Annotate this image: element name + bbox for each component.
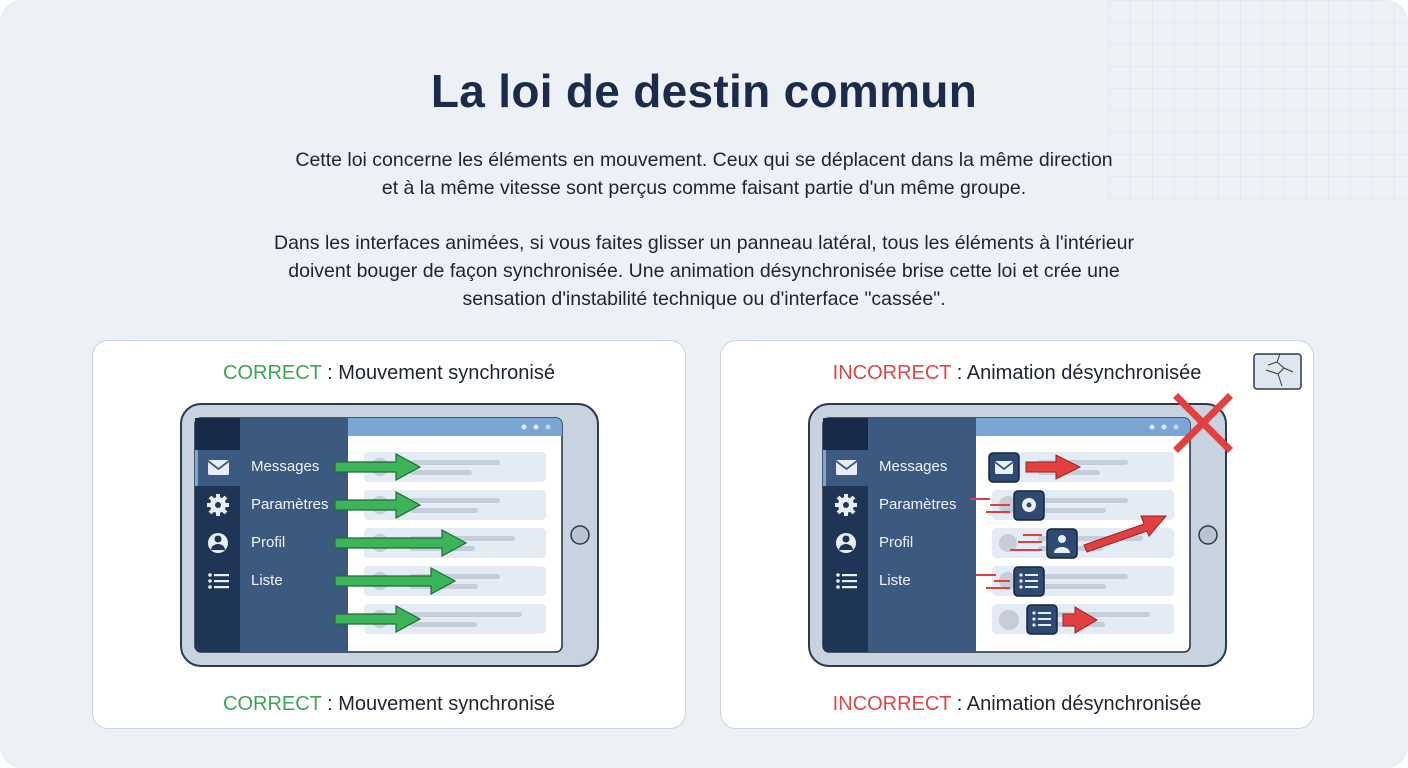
incorrect-label: Animation désynchronisée [966, 693, 1202, 715]
correct-label: Mouvement synchronisé [338, 362, 555, 384]
incorrect-caption-bottom: INCORRECT : Animation désynchronisée [721, 693, 1313, 716]
menu-item-parametres[interactable]: Paramètres [879, 496, 957, 513]
separator: : [951, 693, 967, 715]
arrow-icon [334, 528, 468, 558]
arrow-icon [334, 604, 422, 634]
cracked-screen-icon [1253, 353, 1302, 390]
detail-line-3: sensation d'instabilité technique ou d'i… [462, 288, 946, 310]
detail-line-1: Dans les interfaces animées, si vous fai… [274, 232, 1134, 254]
arrow-icon [1025, 454, 1082, 480]
correct-label: Mouvement synchronisé [338, 693, 555, 715]
sync-arrows [334, 452, 468, 634]
menu-item-parametres[interactable]: Paramètres [251, 496, 329, 513]
grid-decoration [1108, 0, 1408, 200]
arrow-icon [1083, 515, 1168, 553]
menu-item-messages[interactable]: Messages [879, 458, 948, 475]
arrow-icon [334, 452, 422, 482]
incorrect-tag: INCORRECT [832, 362, 952, 384]
desync-arrows [1025, 454, 1168, 634]
correct-tablet [179, 402, 600, 668]
error-x-icon [1173, 393, 1233, 453]
menu-item-liste[interactable]: Liste [251, 572, 283, 589]
detail-line-2: doivent bouger de façon synchronisée. Un… [288, 260, 1120, 282]
arrow-icon [334, 566, 457, 596]
page-title: La loi de destin commun [430, 65, 978, 117]
intro-line-1: Cette loi concerne les éléments en mouve… [295, 149, 1113, 171]
incorrect-menu: Messages Paramètres Profil Liste [879, 458, 957, 610]
correct-menu: Messages Paramètres Profil Liste [251, 458, 329, 610]
motion-lines [970, 498, 1042, 589]
separator: : [321, 693, 339, 715]
incorrect-tag: INCORRECT [832, 693, 952, 715]
arrow-icon [1062, 606, 1098, 634]
correct-tag: CORRECT [223, 693, 322, 715]
menu-item-profil[interactable]: Profil [251, 534, 286, 551]
incorrect-caption-top: INCORRECT : Animation désynchronisée [721, 362, 1313, 385]
correct-tag: CORRECT [223, 362, 322, 384]
arrow-icon [334, 490, 422, 520]
incorrect-label: Animation désynchronisée [966, 362, 1202, 384]
correct-caption-bottom: CORRECT : Mouvement synchronisé [93, 693, 685, 716]
desync-items [988, 452, 1078, 635]
separator: : [321, 362, 339, 384]
menu-item-profil[interactable]: Profil [879, 534, 914, 551]
intro-line-2: et à la même vitesse sont perçus comme f… [381, 177, 1027, 199]
menu-item-messages[interactable]: Messages [251, 458, 320, 475]
menu-item-liste[interactable]: Liste [879, 572, 911, 589]
separator: : [951, 362, 967, 384]
incorrect-tablet [807, 402, 1228, 668]
correct-caption-top: CORRECT : Mouvement synchronisé [93, 362, 685, 385]
